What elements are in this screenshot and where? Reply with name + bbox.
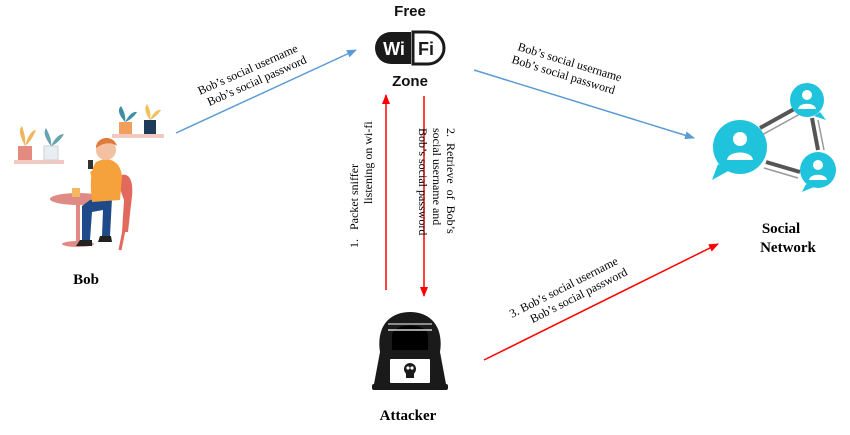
bob-label: Bob bbox=[73, 272, 99, 288]
attacker-icon bbox=[372, 312, 448, 390]
bob-shirt bbox=[90, 159, 122, 202]
shelf-left bbox=[14, 160, 64, 164]
wifi-free-text: Free bbox=[394, 3, 426, 20]
bob-shoes bbox=[76, 236, 112, 246]
table-leg bbox=[76, 203, 80, 243]
arrow-wifi-to-social bbox=[473, 69, 695, 140]
pot-orange bbox=[119, 122, 132, 134]
sniffer-label-line1: 1. Packet sniffer bbox=[347, 164, 361, 248]
social-network-icon bbox=[712, 83, 836, 192]
attacker-label: Attacker bbox=[380, 408, 437, 424]
plant-leaves-yellow bbox=[145, 104, 161, 120]
free-wifi-zone-logo: Free Wi Fi Zone bbox=[375, 3, 446, 90]
retrieve-label-line3: Bob’s social password bbox=[416, 128, 430, 235]
social-bubble-large bbox=[712, 120, 767, 180]
plant-leaves-teal bbox=[44, 128, 64, 146]
social-label-line2: Network bbox=[760, 240, 816, 256]
bob-illustration bbox=[14, 104, 164, 251]
pot-pink bbox=[18, 146, 32, 160]
arrow-attacker-to-social bbox=[483, 243, 719, 361]
bob-legs bbox=[82, 198, 112, 240]
pot-navy bbox=[144, 120, 156, 134]
pot-white bbox=[43, 145, 59, 161]
plant-leaves-right bbox=[118, 106, 137, 122]
wifi-badge-wi: Wi bbox=[383, 39, 405, 59]
social-bubble-top bbox=[790, 83, 826, 120]
retrieve-label-line1: 2. Retrieve of Bob’s bbox=[444, 128, 458, 234]
retrieve-label-line2: social username and bbox=[430, 128, 444, 225]
wifi-badge-fi: Fi bbox=[418, 39, 434, 59]
bob-arm bbox=[90, 168, 102, 178]
wifi-badge-right bbox=[411, 30, 446, 66]
arrow-bob-to-wifi bbox=[175, 49, 357, 134]
face-shadow bbox=[392, 325, 428, 350]
skull-icon bbox=[404, 363, 416, 378]
social-bubble-bottom bbox=[800, 152, 836, 192]
wifi-zone-text: Zone bbox=[392, 73, 428, 90]
sniffer-label-line2: listening on wi-fi bbox=[361, 121, 375, 204]
cup bbox=[72, 188, 80, 197]
social-label-line1: Social bbox=[762, 221, 800, 237]
plant-leaves-left bbox=[19, 126, 36, 146]
bob-phone bbox=[88, 160, 93, 169]
wifi-badge-left bbox=[375, 32, 411, 64]
bob-hair bbox=[96, 137, 117, 148]
shelf-right bbox=[112, 134, 164, 138]
